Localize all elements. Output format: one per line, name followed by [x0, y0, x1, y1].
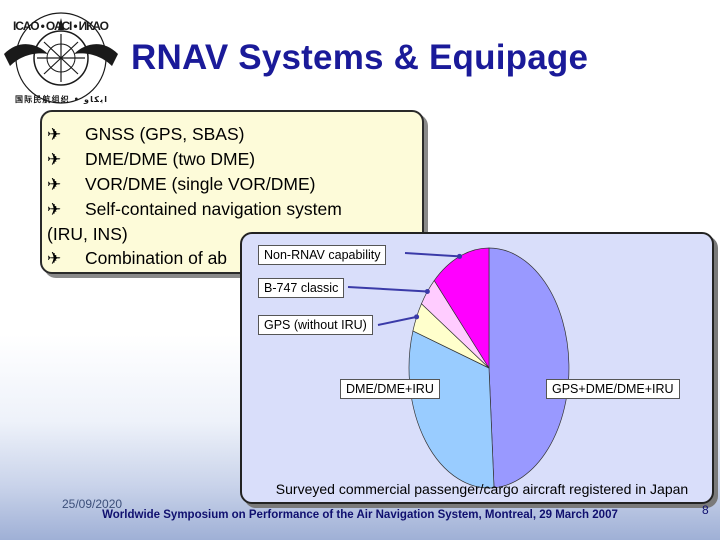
- label-gps-dme-dme-iru: GPS+DME/DME+IRU: [546, 379, 680, 399]
- page-number: 8: [702, 503, 709, 517]
- bullet-list: ✈ GNSS (GPS, SBAS) ✈ DME/DME (two DME) ✈ VO…: [47, 122, 427, 271]
- chart-caption: Surveyed commercial passenger/cargo airc…: [275, 481, 689, 497]
- slide-title: RNAV Systems & Equipage: [131, 38, 589, 77]
- airplane-icon: ✈: [47, 249, 62, 268]
- airplane-icon: ✈: [47, 125, 62, 144]
- footer-date: 25/09/2020: [62, 497, 123, 511]
- airplane-icon: ✈: [47, 200, 62, 219]
- bullet-text: GNSS (GPS, SBAS): [85, 124, 245, 144]
- label-b747-classic: B-747 classic: [258, 278, 345, 298]
- bullet-item: ✈ Combination of ab: [47, 246, 427, 271]
- logo-bottom-text: 国际民航组织 • ايكاو: [15, 94, 107, 104]
- slice-dme-dme-iru: [408, 330, 495, 489]
- bullet-continuation: (IRU, INS): [47, 224, 128, 244]
- bullet-text: Combination of ab: [85, 248, 228, 268]
- footer-text: Worldwide Symposium on Performance of th…: [102, 509, 618, 521]
- airplane-icon: ✈: [47, 175, 62, 194]
- leader-arrowhead: [414, 314, 420, 320]
- bullet-item: ✈ DME/DME (two DME): [47, 147, 427, 172]
- slice-gps-dme-dme-iru: [488, 247, 570, 489]
- leader-line: [377, 315, 417, 326]
- label-non-rnav: Non-RNAV capability: [258, 245, 387, 265]
- label-gps-without-iru: GPS (without IRU): [258, 315, 373, 335]
- bullet-text: VOR/DME (single VOR/DME): [85, 174, 316, 194]
- bullet-item: ✈ VOR/DME (single VOR/DME): [47, 172, 427, 197]
- label-dme-dme-iru: DME/DME+IRU: [340, 379, 440, 399]
- logo-top-text: ICAO • OACI • ИКАО: [13, 19, 109, 33]
- leader-line: [347, 286, 428, 293]
- leader-arrowhead: [424, 289, 430, 295]
- airplane-icon: ✈: [47, 150, 62, 169]
- leader-line: [404, 252, 460, 258]
- icao-logo: ICAO • OACI • ИКАО 国际民航组织 • ايكاو: [4, 12, 118, 104]
- bullet-item: ✈ GNSS (GPS, SBAS): [47, 122, 427, 147]
- bullet-item: ✈ Self-contained navigation system: [47, 197, 427, 222]
- leader-arrowhead: [457, 253, 463, 259]
- bullet-text: Self-contained navigation system: [85, 199, 342, 219]
- bullet-text: DME/DME (two DME): [85, 149, 256, 169]
